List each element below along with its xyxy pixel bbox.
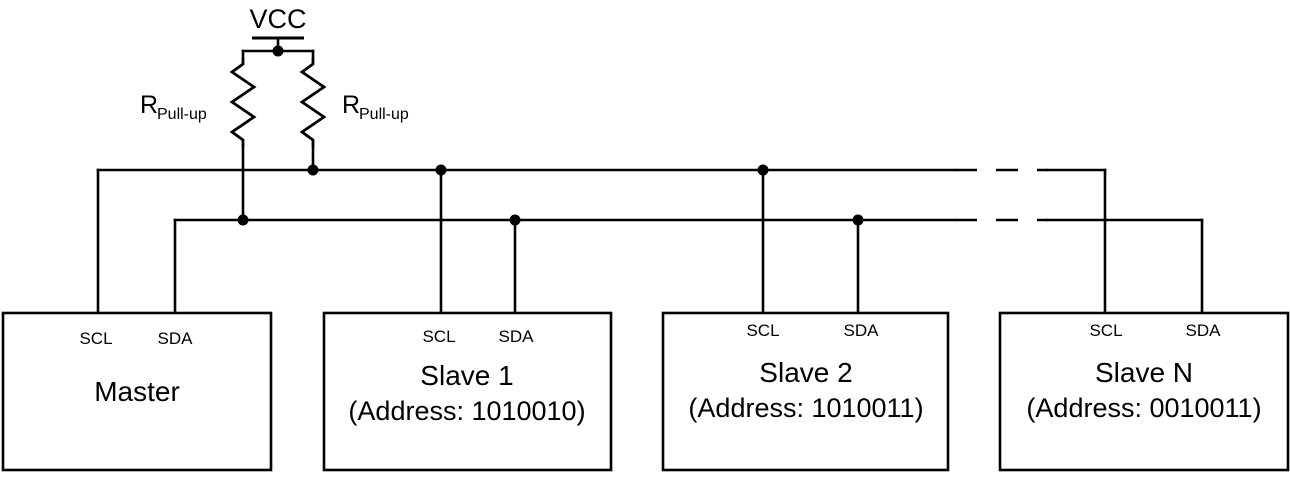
slave-1-sda-junction-dot xyxy=(509,214,521,226)
device-box-slave-1[interactable] xyxy=(322,311,613,472)
resistor-right-zigzag xyxy=(299,58,327,147)
slave-1-scl-junction-dot xyxy=(435,164,447,176)
master-pin-label-scl: SCL xyxy=(79,329,112,348)
pullup-right-label-group: R Pull-up xyxy=(342,91,409,123)
vcc-label: VCC xyxy=(249,4,306,34)
slave-1-address: (Address: 1010010) xyxy=(348,396,585,426)
resistor-left-zigzag xyxy=(229,58,257,147)
slave-2-scl-junction-dot xyxy=(757,164,769,176)
slave-2-pin-label-scl: SCL xyxy=(746,321,779,340)
master-pin-label-sda: SDA xyxy=(158,329,194,348)
slave-1-pin-label-scl: SCL xyxy=(422,327,455,346)
pullup-resistor-right xyxy=(299,58,327,176)
slave-n-pin-label-scl: SCL xyxy=(1089,321,1122,340)
slave-1-title: Slave 1 xyxy=(420,360,513,391)
slave-n-labels: SCL SDA Slave N (Address: 0010011) xyxy=(1026,321,1261,423)
device-box-master[interactable] xyxy=(1,311,273,472)
pullup-left-label-group: R Pull-up xyxy=(140,91,207,123)
slave-1-pin-label-sda: SDA xyxy=(499,327,535,346)
device-box-slave-2[interactable] xyxy=(661,311,950,472)
slave-1-labels: SCL SDA Slave 1 (Address: 1010010) xyxy=(348,327,585,426)
slave-n-connection-wires xyxy=(1103,168,1204,315)
slave-2-connection-wires xyxy=(757,164,864,315)
pullup-right-label: R xyxy=(342,91,360,119)
slave-2-title: Slave 2 xyxy=(759,357,852,388)
master-connection-wires xyxy=(96,168,177,315)
pullup-left-label: R xyxy=(140,91,158,119)
master-title: Master xyxy=(94,376,180,407)
slave-n-pin-label-sda: SDA xyxy=(1186,321,1222,340)
slave-2-address: (Address: 1010011) xyxy=(688,393,923,423)
slave-2-pin-label-sda: SDA xyxy=(844,321,880,340)
slave-2-sda-junction-dot xyxy=(852,214,864,226)
master-labels: SCL SDA Master xyxy=(79,329,193,407)
slave-n-title: Slave N xyxy=(1095,357,1193,388)
pullup-right-sublabel: Pull-up xyxy=(359,106,409,123)
slave-2-labels: SCL SDA Slave 2 (Address: 1010011) xyxy=(688,321,923,423)
device-box-slave-n[interactable] xyxy=(998,311,1290,472)
slave-n-address: (Address: 0010011) xyxy=(1026,393,1261,423)
pullup-left-sublabel: Pull-up xyxy=(157,106,207,123)
pullup-resistor-left xyxy=(229,58,257,226)
vcc-supply-symbol xyxy=(241,36,315,60)
slave-1-connection-wires xyxy=(435,164,521,315)
